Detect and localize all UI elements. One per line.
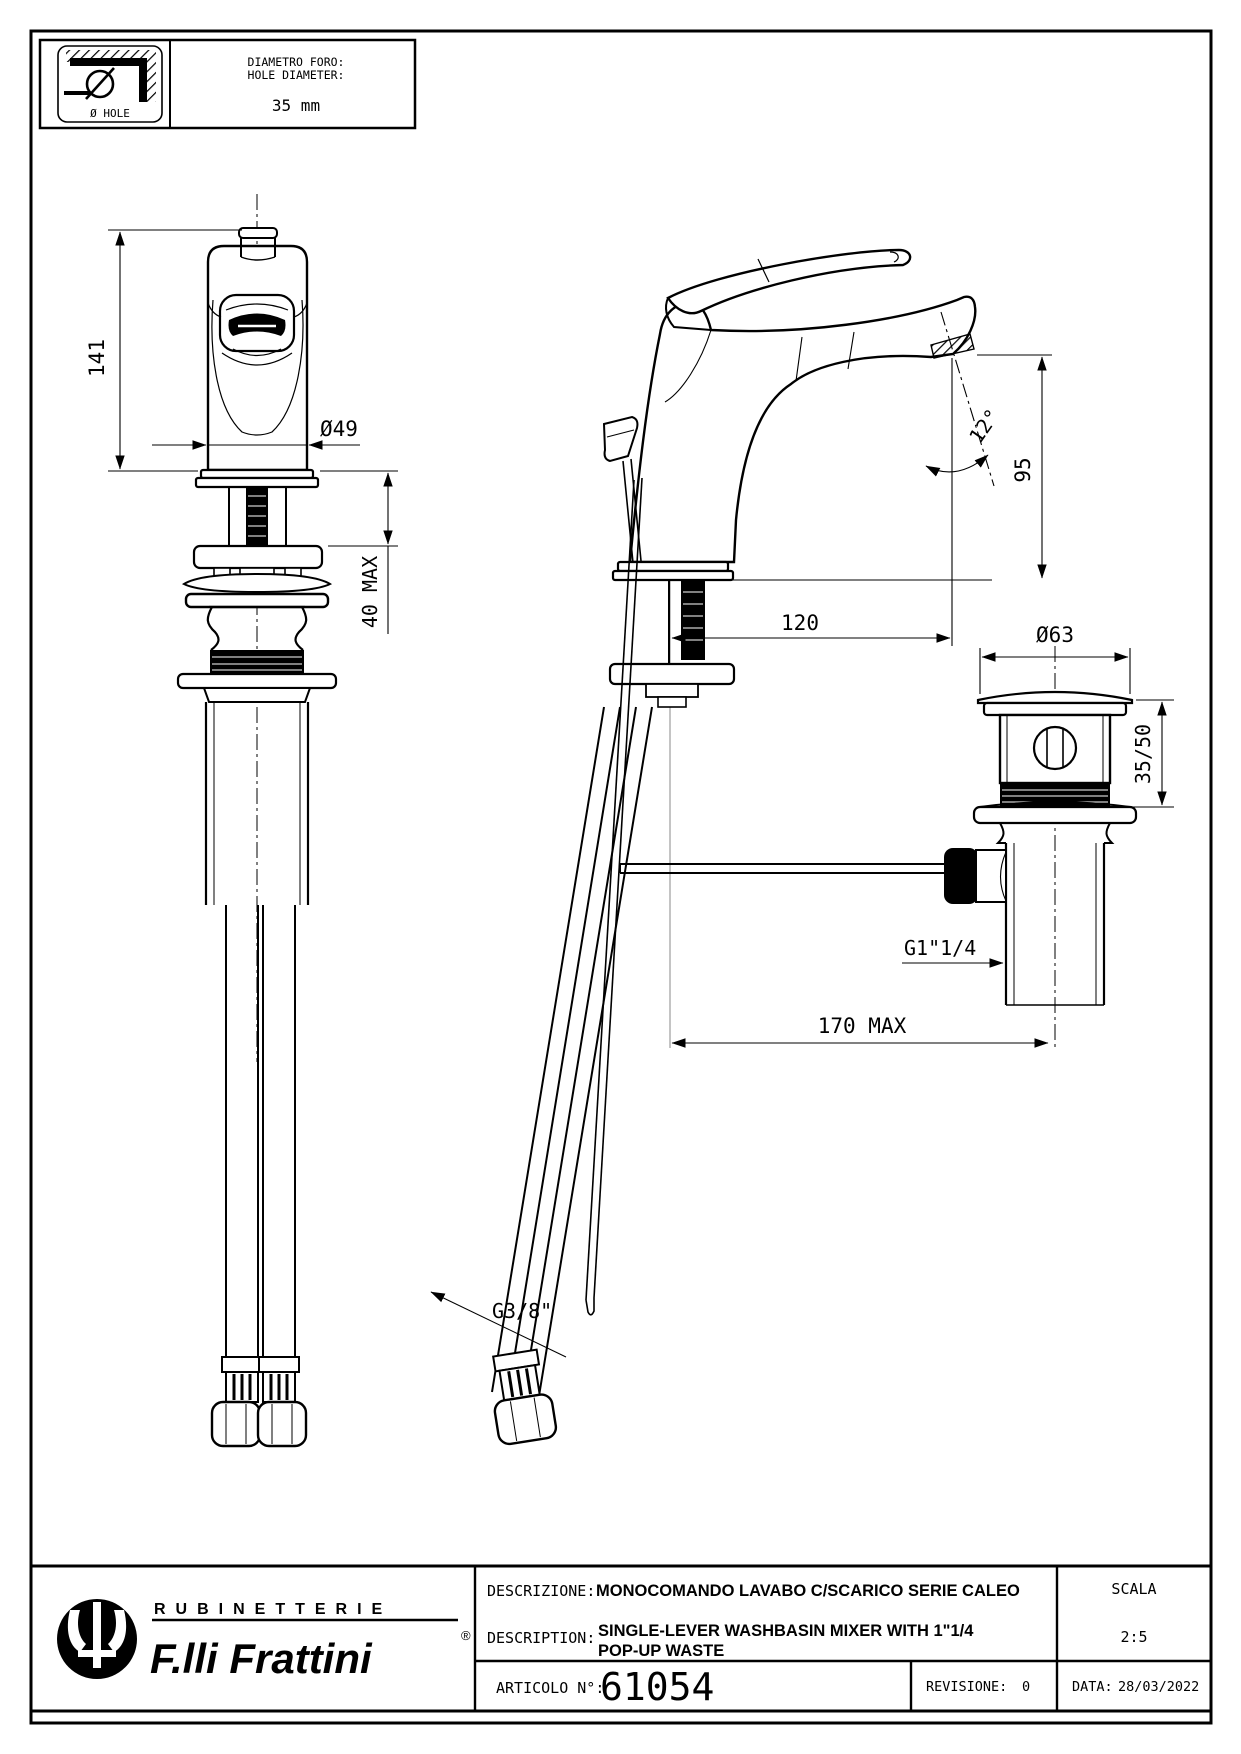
page-frame [29, 29, 1213, 1725]
description-value-2: POP-UP WASTE [598, 1642, 724, 1660]
dim-waste-dia-63: Ø63 [979, 623, 1131, 694]
revisione-label: REVISIONE: [926, 1679, 1007, 1695]
dim-deck-40max: 40 MAX [320, 470, 398, 634]
hole-diameter-icon: Ø HOLE [57, 45, 163, 123]
dim-angle-label: 12° [964, 404, 1004, 447]
dim-waste-thread: G1"1/4 [902, 936, 1004, 968]
hole-diameter-header: Ø HOLE DIAMETRO FORO: HOLE DIAMETER: 35 … [38, 38, 417, 130]
hole-diameter-label-en: HOLE DIAMETER: [248, 68, 345, 82]
hole-icon-label: Ø HOLE [90, 107, 130, 120]
descrizione-label: DESCRIZIONE: [487, 1582, 595, 1600]
side-underdeck [608, 580, 736, 708]
hole-diameter-label-it: DIAMETRO FORO: [248, 55, 345, 69]
dim-rod-reach-170: 170 MAX [671, 1014, 1049, 1048]
dim-spout-height-95: 95 [977, 354, 1052, 579]
scala-value: 2:5 [1120, 1628, 1147, 1646]
articolo-value: 61054 [600, 1665, 714, 1709]
description-value-1: SINGLE-LEVER WASHBASIN MIXER WITH 1"1/4 [598, 1622, 974, 1640]
dim-spout-height-label: 95 [1011, 457, 1035, 482]
brand-logo: RUBINETTERIE F.lli Frattini ® [57, 1599, 471, 1682]
spout-aerator [930, 333, 975, 359]
dim-waste-range-3550: 35/50 [1112, 699, 1174, 808]
popup-rod [585, 477, 947, 1316]
dim-waste-range-label: 35/50 [1131, 724, 1155, 784]
revisione-value: 0 [1022, 1679, 1030, 1695]
dim-waste-dia-label: Ø63 [1036, 623, 1074, 647]
dim-deck-label: 40 MAX [358, 556, 382, 628]
waste-screw [1032, 725, 1078, 771]
dim-height-141: 141 [85, 229, 242, 472]
scala-label: SCALA [1111, 1580, 1156, 1598]
brand-mark: ® [461, 1628, 471, 1643]
dim-angle-12: 12° [925, 311, 1004, 646]
data-value: 28/03/2022 [1118, 1679, 1199, 1695]
dim-hose-thread: G3/8" [430, 1291, 567, 1358]
brand-name: F.lli Frattini [150, 1635, 373, 1682]
dim-waste-thread-label: G1"1/4 [904, 936, 976, 960]
dim-rod-reach-label: 170 MAX [818, 1014, 907, 1038]
dim-hose-thread-label: G3/8" [492, 1299, 552, 1323]
title-block: RUBINETTERIE F.lli Frattini ® DESCRIZION… [31, 1564, 1211, 1713]
hole-diameter-value: 35 mm [272, 96, 320, 115]
descrizione-value: MONOCOMANDO LAVABO C/SCARICO SERIE CALEO [596, 1582, 1020, 1600]
popup-waste-view [944, 646, 1138, 1050]
data-label: DATA: [1072, 1679, 1113, 1695]
side-supply-hose [491, 706, 653, 1446]
dim-height-label: 141 [85, 339, 109, 377]
front-supply-hoses [210, 905, 308, 1448]
dim-reach-label: 120 [781, 611, 819, 635]
dim-body-dia-label: Ø49 [320, 417, 358, 441]
brand-upper: RUBINETTERIE [154, 1601, 392, 1618]
waste-side-port [944, 848, 1007, 904]
faucet-front-view [176, 194, 338, 1448]
description-label: DESCRIPTION: [487, 1629, 595, 1647]
faucet-side-view [491, 248, 992, 1446]
front-threaded-stud [228, 487, 287, 546]
dim-body-dia-49: Ø49 [152, 417, 360, 450]
dim-reach-120: 120 [671, 611, 951, 643]
articolo-label: ARTICOLO N°: [496, 1679, 604, 1697]
front-lever-cap [238, 227, 278, 261]
front-waste-body [176, 605, 338, 905]
popup-knob [602, 415, 643, 574]
